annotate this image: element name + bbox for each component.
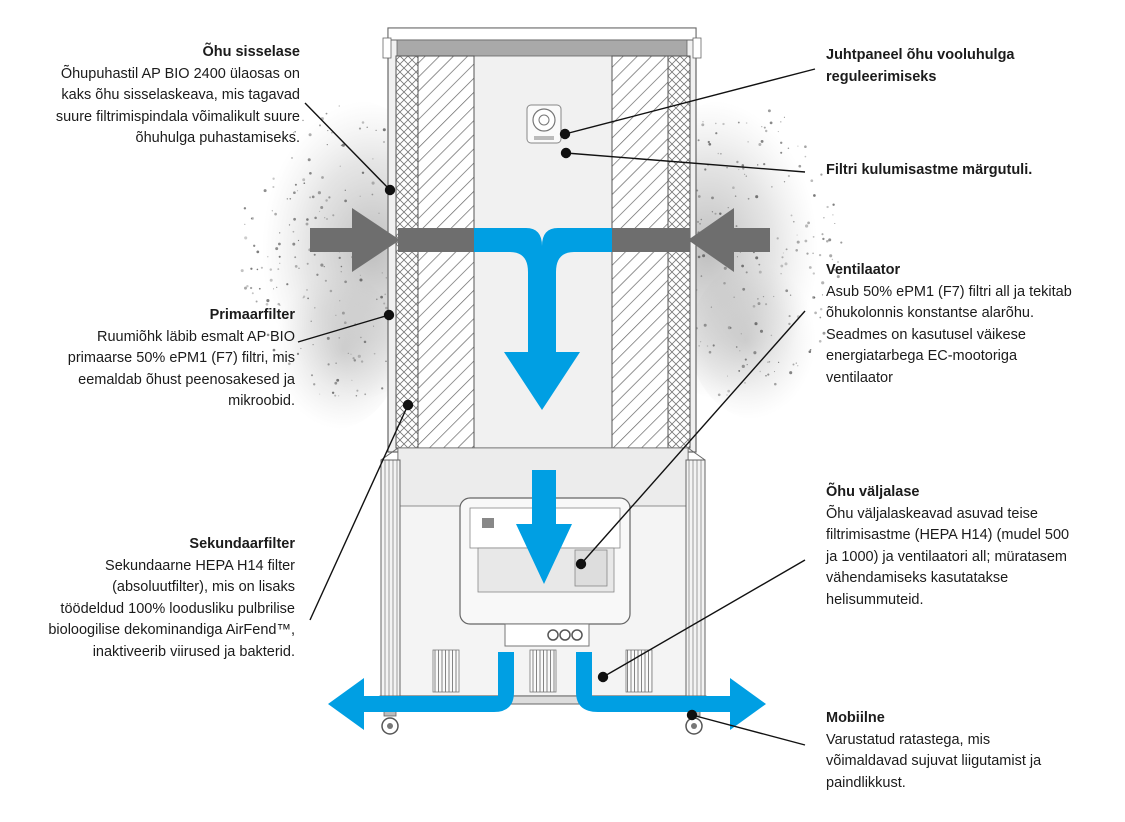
label-fan: Ventilaator Asub 50% ePM1 (F7) filtri al… — [826, 260, 1116, 389]
filter-wear-title: Filtri kulumisastme märgutuli. — [826, 162, 1033, 178]
fan-body: Asub 50% ePM1 (F7) filtri all ja tekitab… — [826, 283, 1072, 386]
label-filter-wear: Filtri kulumisastme märgutuli. — [826, 160, 1106, 182]
primary-filter-body: Ruumiõhk läbib esmalt AP BIO primaarse 5… — [67, 328, 295, 410]
label-air-inlet: Õhu sisselase Õhupuhastil AP BIO 2400 ül… — [56, 42, 300, 150]
clean-air-arrows — [328, 228, 766, 730]
air-inlet-body: Õhupuhastil AP BIO 2400 ülaosas on kaks … — [55, 65, 300, 147]
mobile-body: Varustatud ratastega, mis võimaldavad su… — [826, 731, 1042, 791]
outlet-grilles — [432, 649, 653, 693]
label-secondary-filter: Sekundaarfilter Sekundaarne HEPA H14 fil… — [48, 534, 295, 663]
secondary-filter-title: Sekundaarfilter — [189, 536, 295, 552]
label-air-outlet: Õhu väljalase Õhu väljalaskeavad asuvad … — [826, 482, 1116, 611]
air-inlet-title: Õhu sisselase — [202, 44, 300, 60]
mobile-title: Mobiilne — [826, 710, 885, 726]
air-outlet-title: Õhu väljalase — [826, 484, 920, 500]
secondary-filter-body: Sekundaarne HEPA H14 filter (absoluutfil… — [48, 557, 295, 660]
leader-lines — [297, 68, 816, 746]
fan-title: Ventilaator — [826, 262, 901, 278]
control-panel-title: Juhtpaneel õhu vooluhulga reguleerimisek… — [826, 47, 1015, 85]
air-outlet-body: Õhu väljalaskeavad asuvad teise filtrimi… — [826, 505, 1070, 608]
primary-filter-title: Primaarfilter — [209, 307, 295, 323]
label-control-panel: Juhtpaneel õhu vooluhulga reguleerimisek… — [826, 45, 1106, 88]
label-primary-filter: Primaarfilter Ruumiõhk läbib esmalt AP B… — [68, 305, 295, 413]
label-mobile: Mobiilne Varustatud ratastega, mis võima… — [826, 708, 1106, 794]
dirty-air-arrows — [310, 208, 770, 272]
control-panel — [526, 104, 562, 144]
